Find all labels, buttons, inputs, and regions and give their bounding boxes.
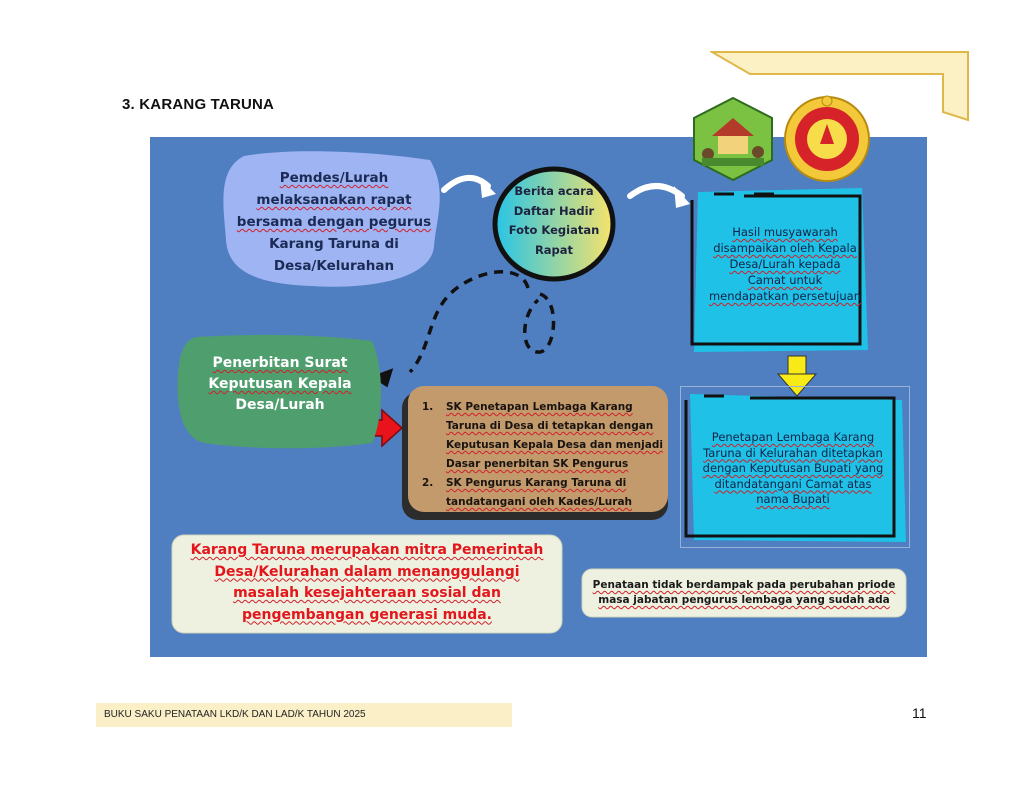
- sk-list: 1. SK Penetapan Lembaga Karang Taruna di…: [416, 398, 668, 512]
- text-line: Camat untuk: [747, 273, 823, 287]
- text-line: Daftar Hadir: [513, 203, 595, 218]
- text-line: Desa/Kelurahan dalam menanggulangi: [214, 563, 520, 580]
- callout-mitra-box: [171, 534, 563, 634]
- step-penerbitan-text: Penerbitan Surat Keputusan Kepala Desa/L…: [196, 353, 364, 416]
- text-line: masa jabatan pengurus lembaga yang sudah…: [598, 594, 890, 606]
- text-line: Keputusan Kepala: [208, 376, 352, 392]
- step-penerbitan-shape: [177, 334, 382, 449]
- text-line: Rapat: [534, 242, 574, 257]
- text-line: Penataan tidak berdampak pada perubahan …: [592, 579, 896, 591]
- list-item: 1. SK Penetapan Lembaga Karang Taruna di…: [416, 398, 668, 474]
- text-line: Desa/Lurah: [235, 397, 325, 413]
- text-line: Desa/Kelurahan: [273, 258, 395, 274]
- text-line: Keputusan Kepala Desa dan menjadi: [446, 439, 663, 451]
- text-line: masalah kesejahteraan sosial dan: [233, 585, 501, 601]
- step-berita-text: Berita acara Daftar Hadir Foto Kegiatan …: [497, 182, 611, 260]
- list-number: 1.: [422, 401, 434, 413]
- step-berita-circle: [492, 166, 616, 282]
- text-line: SK Pengurus Karang Taruna di: [446, 477, 627, 489]
- section-title: 3. KARANG TARUNA: [122, 96, 275, 113]
- footer-bar: [96, 703, 512, 727]
- karang-taruna-scene-icon: [693, 96, 773, 182]
- text-line: SK Penetapan Lembaga Karang: [446, 401, 633, 413]
- text-line: nama Bupati: [756, 492, 830, 506]
- text-line: tandatangani oleh Kades/Lurah: [446, 496, 633, 508]
- text-line: bersama dengan pegurus: [236, 214, 432, 230]
- text-line: Desa/Lurah kepada: [729, 257, 841, 271]
- step-penetapan-box: [680, 386, 910, 548]
- text-line: pengembangan generasi muda.: [241, 606, 492, 623]
- sk-list-box: [402, 386, 668, 520]
- step-hasil-box: [690, 188, 868, 352]
- text-line: Dasar penerbitan SK Pengurus: [446, 458, 629, 470]
- step-pemdes-text: Pemdes/Lurah melaksanakan rapat bersama …: [234, 167, 434, 277]
- text-line: Pemdes/Lurah: [279, 170, 389, 186]
- text-line: melaksanakan rapat: [256, 192, 412, 208]
- corner-decoration: [710, 51, 969, 122]
- text-line: Penetapan Lembaga Karang: [711, 430, 875, 444]
- text-line: Hasil musyawarah: [732, 225, 838, 239]
- step-hasil-text: Hasil musyawarah disampaikan oleh Kepala…: [700, 224, 870, 304]
- note-box: [581, 568, 907, 618]
- list-number: 2.: [422, 477, 434, 489]
- text-line: Berita acara: [514, 184, 594, 198]
- text-line: Foto Kegiatan: [508, 223, 600, 237]
- text-line: Penerbitan Surat: [212, 355, 348, 371]
- step-penetapan-text: Penetapan Lembaga Karang Taruna di Kelur…: [690, 430, 896, 508]
- text-line: Taruna di Kelurahan ditetapkan: [703, 445, 883, 460]
- text-line: Taruna di Desa di tetapkan dengan: [446, 420, 654, 432]
- regency-seal-icon: [784, 95, 870, 182]
- text-line: Karang Taruna merupakan mitra Pemerintah: [190, 542, 544, 558]
- text-line: dengan Keputusan Bupati yang: [702, 461, 884, 475]
- list-item: 2. SK Pengurus Karang Taruna di tandatan…: [416, 474, 668, 512]
- text-line: Karang Taruna di: [269, 236, 399, 252]
- note-text: Penataan tidak berdampak pada perubahan …: [584, 578, 904, 608]
- page-number: 11: [912, 705, 927, 721]
- text-line: mendapatkan persetujuan: [708, 289, 861, 303]
- text-line: ditandatangani Camat atas: [714, 476, 872, 491]
- footer-text: BUKU SAKU PENATAAN LKD/K DAN LAD/K TAHUN…: [104, 709, 366, 720]
- callout-mitra-text: Karang Taruna merupakan mitra Pemerintah…: [182, 540, 552, 626]
- text-line: disampaikan oleh Kepala: [713, 241, 857, 255]
- step-pemdes-shape: [223, 151, 440, 287]
